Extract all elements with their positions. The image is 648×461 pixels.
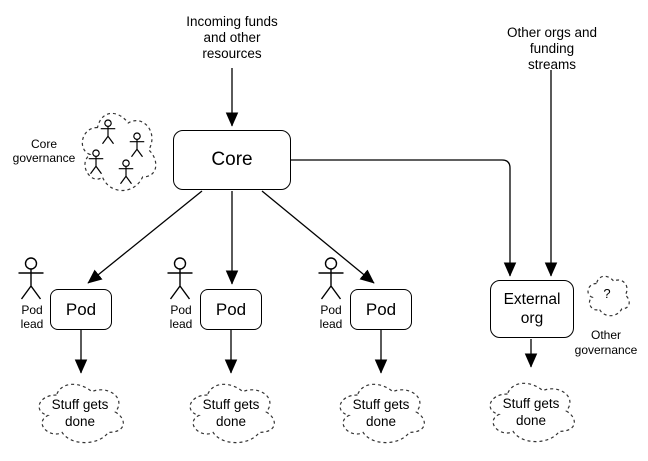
output-cloud-1-label: Stuff gets done bbox=[51, 397, 109, 429]
pod-node-label: Pod bbox=[365, 299, 397, 319]
edge-core-to-pod-1 bbox=[87, 190, 203, 284]
other-governance-cloud-shape bbox=[587, 275, 630, 317]
pod-node-2: Pod bbox=[200, 289, 262, 330]
output-cloud-3-label: Stuff gets done bbox=[352, 397, 410, 429]
pod-node-label: Pod bbox=[215, 299, 247, 319]
pod-node-3: Pod bbox=[350, 289, 412, 330]
governance-person-icon bbox=[100, 119, 116, 145]
core-governance-cloud-shape bbox=[81, 112, 157, 192]
output-cloud-4-label: Stuff gets done bbox=[502, 396, 560, 428]
other-governance-question-mark: ? bbox=[603, 286, 611, 301]
pod-lead-label-1: Pod lead bbox=[20, 303, 44, 331]
external-org-node-label: External org bbox=[503, 291, 561, 327]
other-orgs-label: Other orgs and funding streams bbox=[506, 25, 598, 72]
governance-person-icon bbox=[129, 132, 145, 158]
pod-lead-label-2: Pod lead bbox=[169, 303, 193, 331]
pod-lead-person-icon bbox=[318, 257, 344, 300]
pod-node-label: Pod bbox=[65, 299, 97, 319]
output-cloud-2-shape bbox=[189, 383, 275, 444]
output-cloud-2-label: Stuff gets done bbox=[202, 397, 260, 429]
output-cloud-3-shape bbox=[339, 383, 425, 444]
pod-lead-person-icon bbox=[18, 257, 44, 300]
core-node-label: Core bbox=[211, 149, 253, 171]
core-governance-label: Core governance bbox=[12, 137, 76, 165]
core-node: Core bbox=[173, 130, 291, 190]
pod-lead-person-icon bbox=[167, 257, 193, 300]
output-cloud-1-shape bbox=[38, 383, 124, 444]
external-org-node: External org bbox=[490, 280, 574, 338]
pod-lead-label-3: Pod lead bbox=[319, 303, 343, 331]
pod-node-1: Pod bbox=[50, 289, 112, 330]
incoming-funds-label: Incoming funds and other resources bbox=[186, 14, 278, 61]
output-cloud-4-shape bbox=[489, 382, 575, 443]
edge-core-to-external-org bbox=[291, 159, 517, 277]
other-governance-label: Other governance bbox=[574, 328, 638, 357]
edge-core-to-pod-3 bbox=[261, 190, 375, 284]
governance-person-icon bbox=[118, 159, 134, 185]
governance-person-icon bbox=[88, 149, 104, 175]
